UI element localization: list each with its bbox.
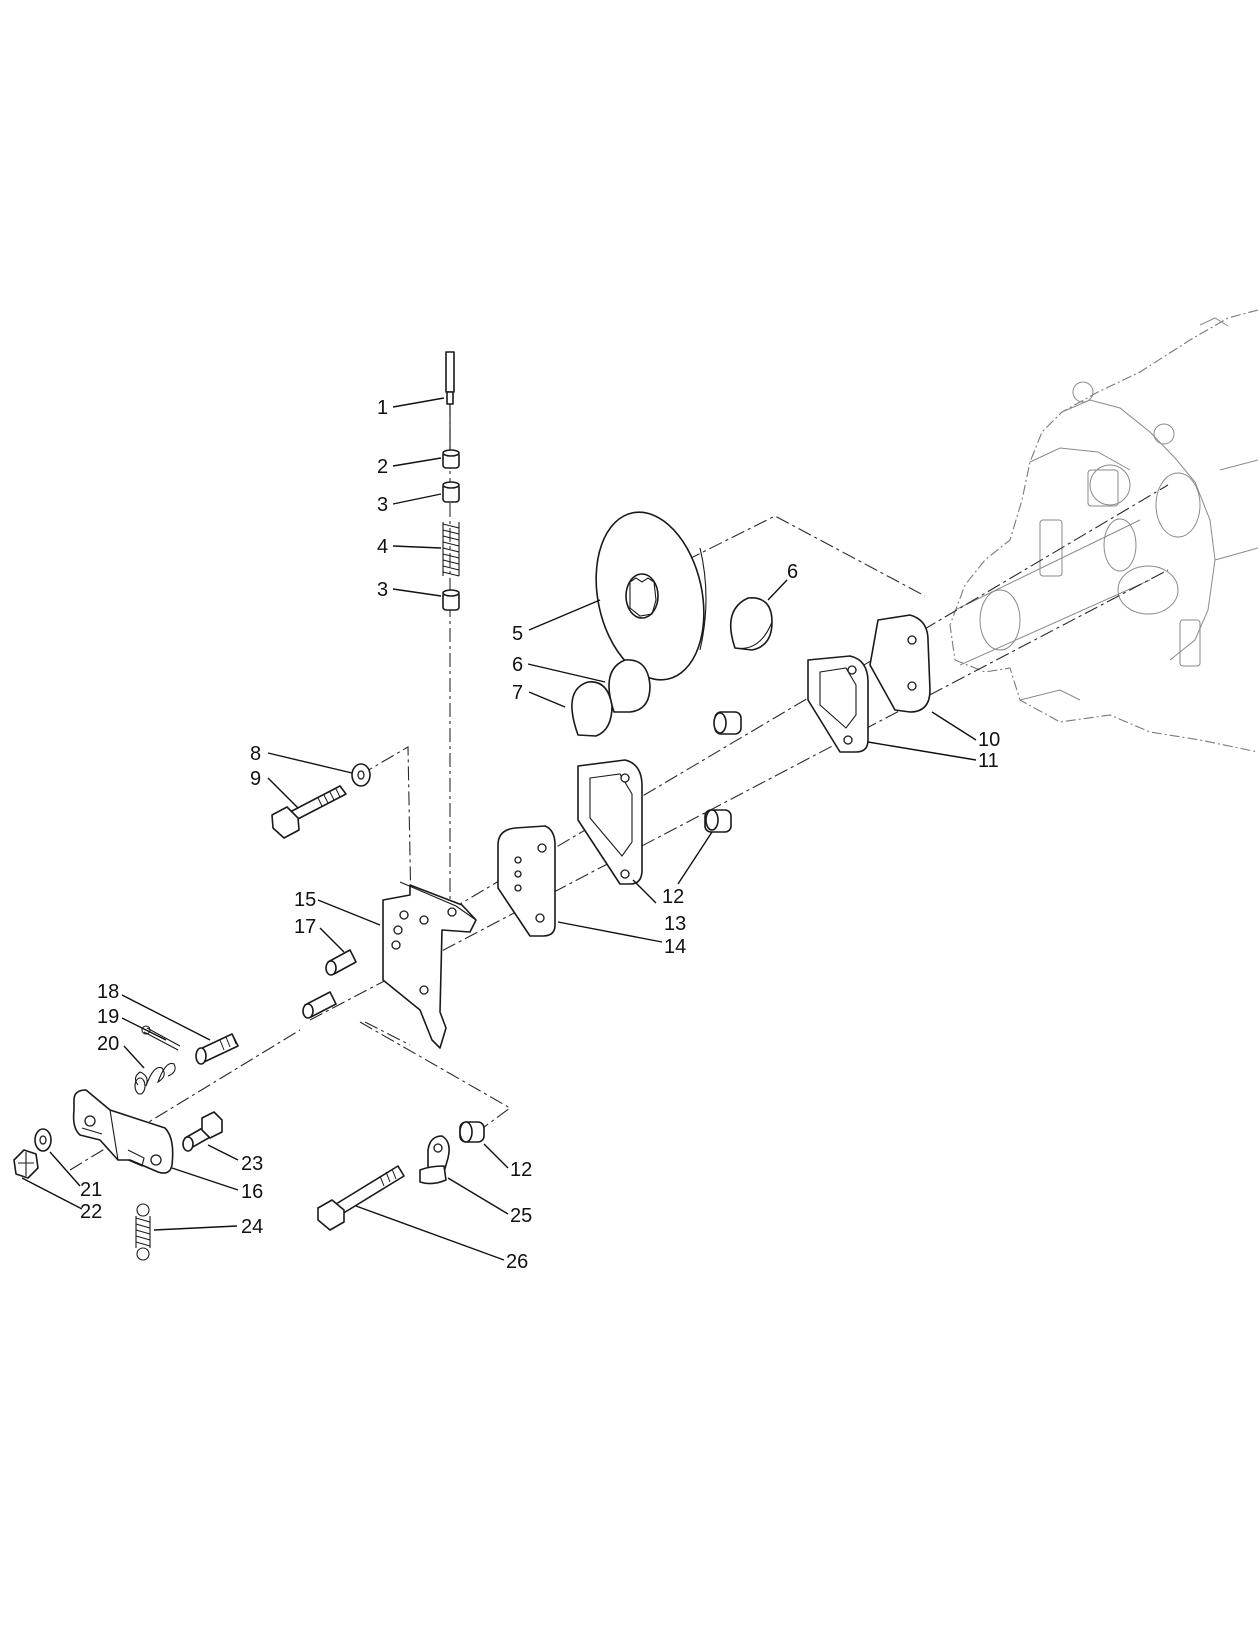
part-6-key-upper (729, 597, 773, 651)
callout-7: 7 (512, 682, 523, 704)
part-20-spring (134, 1062, 176, 1095)
callout-labels: 1 2 3 4 3 5 6 6 7 8 9 10 11 12 13 14 15 … (80, 397, 1000, 1273)
callout-13: 13 (664, 913, 686, 935)
part-16-lever (72, 1089, 174, 1174)
part-4-spring (442, 522, 460, 577)
part-6-key-lower (608, 659, 651, 713)
part-19-cotter-pin (141, 1025, 181, 1051)
part-12-bushing-upper (713, 711, 742, 735)
callout-14: 14 (664, 936, 686, 958)
callout-23: 23 (241, 1153, 263, 1175)
callout-20: 20 (97, 1033, 119, 1055)
callout-3-lower: 3 (377, 579, 388, 601)
part-17-pin-lower (302, 991, 337, 1019)
part-15-bracket (382, 881, 477, 1049)
callout-19: 19 (97, 1006, 119, 1028)
callout-12-upper: 12 (662, 886, 684, 908)
callout-26: 26 (506, 1251, 528, 1273)
part-25-clip (419, 1135, 450, 1185)
callout-3-upper: 3 (377, 494, 388, 516)
part-17-pin-upper (325, 949, 357, 976)
callout-5: 5 (512, 623, 523, 645)
part-1-cable (445, 351, 455, 452)
part-5-disc (595, 511, 707, 681)
callout-10: 10 (978, 729, 1000, 751)
callout-21: 21 (80, 1179, 102, 1201)
part-18-pin (195, 1033, 239, 1065)
part-26-bolt (317, 1165, 405, 1231)
part-7-key (571, 681, 613, 737)
callout-9: 9 (250, 768, 261, 790)
callout-4: 4 (377, 536, 388, 558)
part-11-gasket (807, 655, 869, 753)
part-3-ferrule-upper (442, 481, 460, 503)
part-14-plate (497, 825, 556, 937)
callout-11: 11 (978, 750, 999, 772)
part-8-washer (351, 763, 371, 787)
callout-6-lower: 6 (512, 654, 523, 676)
part-9-bolt (271, 785, 347, 839)
callout-2: 2 (377, 456, 388, 478)
part-21-washer (34, 1128, 52, 1152)
part-2-ferrule (442, 449, 460, 469)
part-24-extension-spring (135, 1203, 151, 1261)
callout-6-upper: 6 (787, 561, 798, 583)
callout-15: 15 (294, 889, 316, 911)
callout-22: 22 (80, 1201, 102, 1223)
part-10-plate (869, 614, 931, 713)
callout-18: 18 (97, 981, 119, 1003)
part-13-gasket (577, 759, 643, 885)
callout-12-lower: 12 (510, 1159, 532, 1181)
part-23-shoulder-bolt (182, 1111, 223, 1152)
callout-16: 16 (241, 1181, 263, 1203)
callout-25: 25 (510, 1205, 532, 1227)
callout-17: 17 (294, 916, 316, 938)
callout-8: 8 (250, 743, 261, 765)
leader-lines (21, 397, 977, 1261)
part-3-ferrule-lower (442, 589, 460, 611)
part-22-castle-nut (13, 1149, 39, 1179)
part-12-bushing-middle (704, 809, 732, 833)
part-12-bushing-lower (459, 1121, 485, 1143)
transaxle-housing-phantom (949, 309, 1258, 753)
callout-1: 1 (377, 397, 388, 419)
callout-24: 24 (241, 1216, 263, 1238)
